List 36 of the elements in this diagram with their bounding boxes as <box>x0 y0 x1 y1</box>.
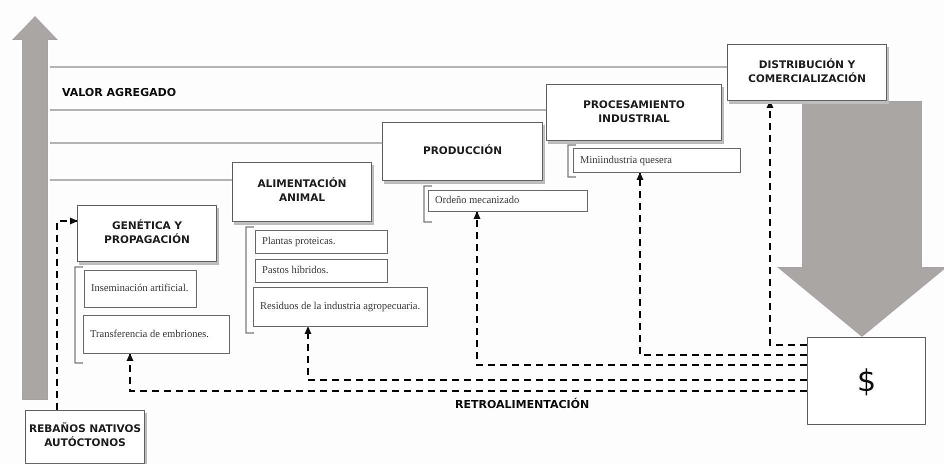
box-text: Transferencia de embriones. <box>90 328 209 342</box>
box-text: Miniindustria quesera <box>580 154 672 168</box>
item-box <box>255 230 388 254</box>
dollar-sign: $ <box>856 364 876 398</box>
box-text: Inseminación artificial. <box>91 282 188 296</box>
box-text: PROCESAMIENTO INDUSTRIAL <box>582 98 686 126</box>
box-text: GENÉTICA Y PROPAGACIÓN <box>103 220 191 248</box>
box-text: REBAÑOS NATIVOS AUTÓCTONOS <box>28 423 142 451</box>
feedback-arrow <box>56 218 78 410</box>
item-box <box>253 287 428 327</box>
box-text: Pastos híbridos. <box>262 264 329 278</box>
box-text: DISTRIBUCIÓN Y COMERCIALIZACIÓN <box>747 58 867 86</box>
stage-box <box>25 410 145 464</box>
item-box <box>428 190 588 212</box>
stage-label: RETROALIMENTACIÓN <box>455 398 590 411</box>
feedback-arrow <box>636 172 807 356</box>
box-text: Residuos de la industria agropecuaria. <box>260 300 420 314</box>
stage-box <box>232 162 372 222</box>
item-box <box>573 148 741 173</box>
box-text: Ordeño mecanizado <box>435 194 520 208</box>
box-text: Plantas proteicas. <box>262 235 336 249</box>
feedback-arrow <box>126 353 807 392</box>
item-box <box>83 315 230 354</box>
box-text: ALIMENTACIÓN ANIMAL <box>256 178 348 206</box>
stage-box <box>77 205 217 262</box>
feedback-arrow <box>304 326 807 381</box>
box-text: PRODUCCIÓN <box>423 144 502 158</box>
stage-label: VALOR AGREGADO <box>62 86 176 99</box>
item-box <box>84 270 197 308</box>
stage-box <box>546 84 722 141</box>
money-box <box>807 337 926 425</box>
block-arrow <box>777 101 944 337</box>
feedback-arrow <box>474 211 807 366</box>
stage-box <box>382 122 543 181</box>
stage-box <box>727 44 887 101</box>
item-box <box>255 259 388 283</box>
